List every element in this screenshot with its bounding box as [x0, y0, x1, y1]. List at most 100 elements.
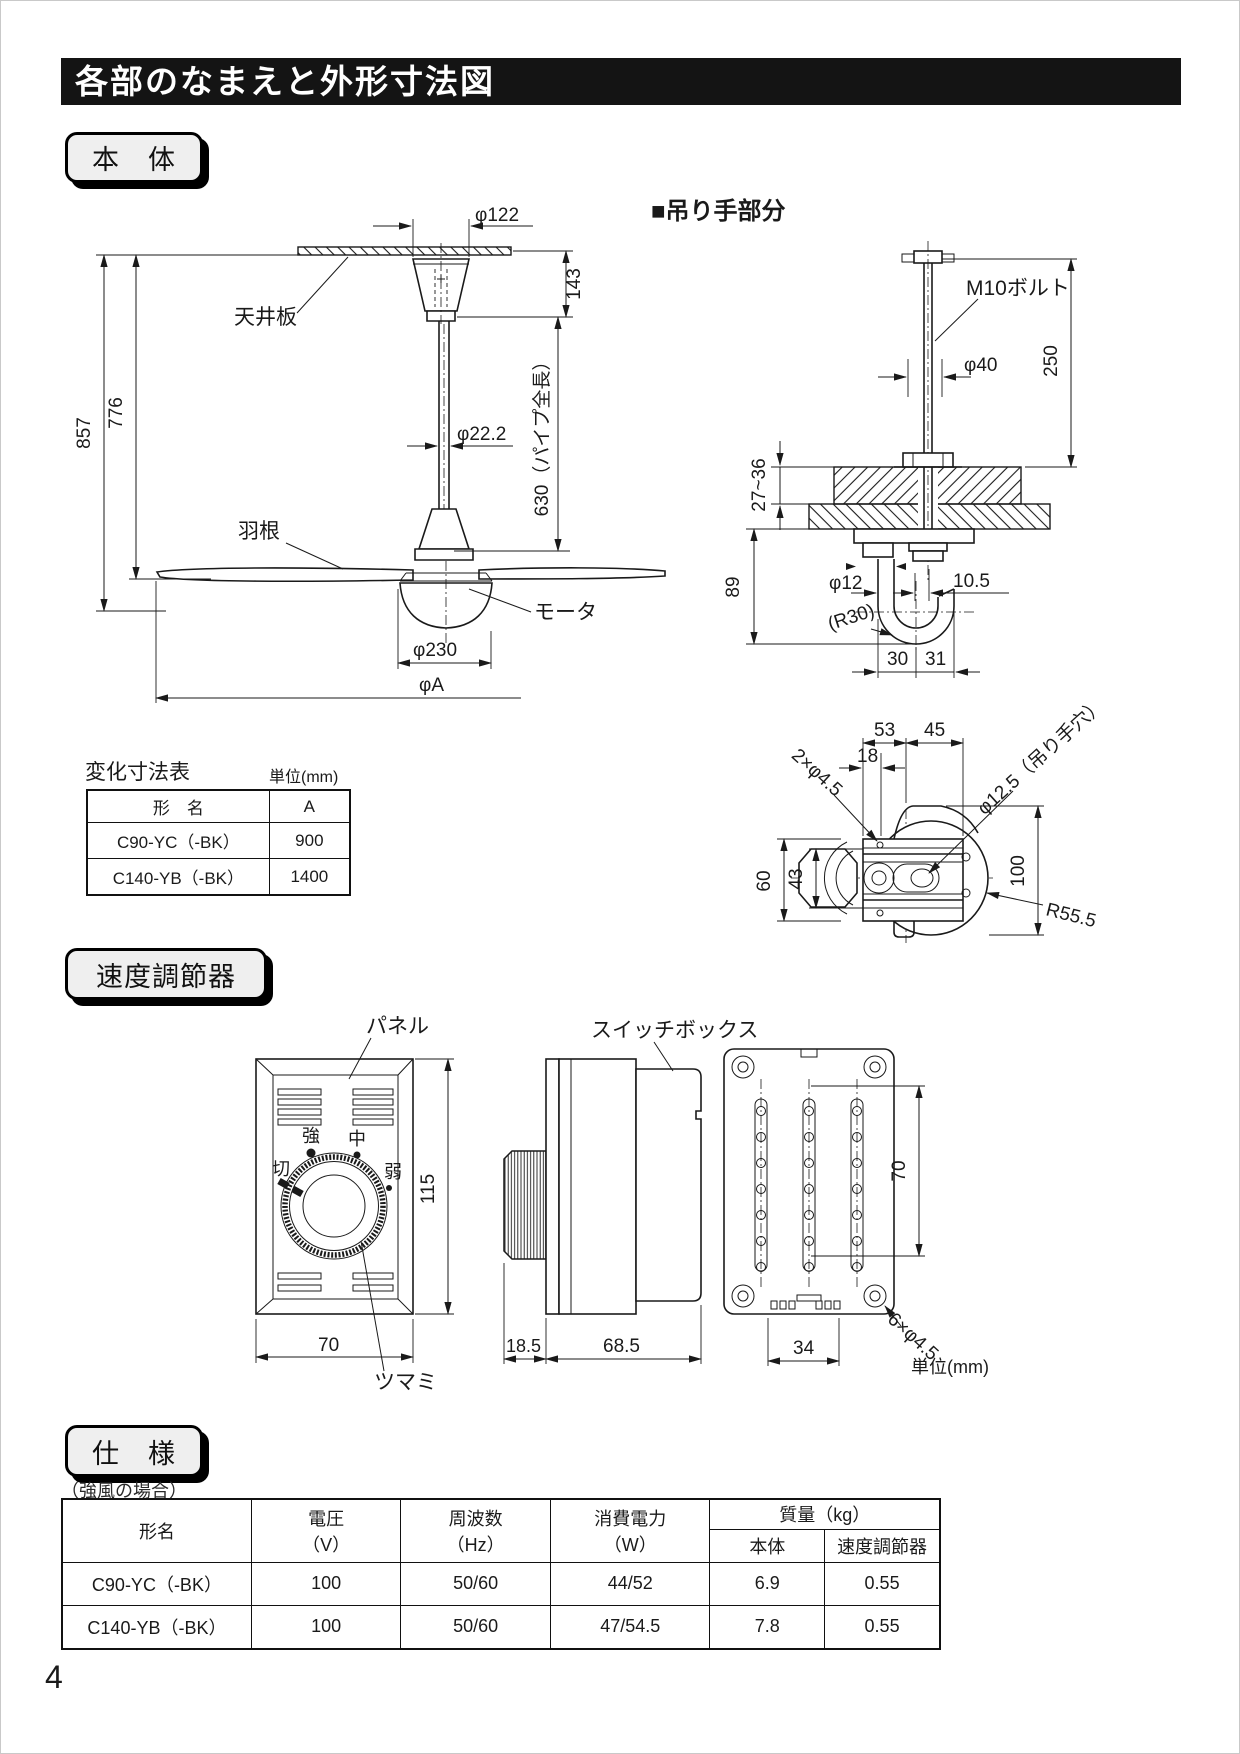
spec-header-row-1: 形名 電圧 （V） 周波数 （Hz） 消費電力 （W） 質量（kg） — [61, 1498, 941, 1563]
spec-mass-controller: 0.55 — [824, 1561, 941, 1606]
size-table-unit: 単位(mm) — [269, 769, 339, 786]
dim-r555: R55.5 — [986, 891, 1098, 932]
svg-text:モータ: モータ — [534, 601, 597, 624]
dim-phi40: φ40 — [878, 355, 997, 397]
dim-30-31: 30 31 — [852, 611, 980, 678]
canopy-shape — [411, 243, 471, 324]
label-knob: ツマミ — [360, 1240, 437, 1394]
pipe-shape — [438, 321, 450, 521]
switch-box-side-shape — [503, 1058, 702, 1315]
dim-70-panel: 70 — [255, 1319, 414, 1363]
ceiling-board-shape — [96, 246, 512, 256]
voltage-label-line2: （V） — [302, 1534, 351, 1555]
label-blade: 羽根 — [238, 520, 344, 570]
svg-text:60: 60 — [754, 870, 775, 891]
svg-text:R55.5: R55.5 — [1044, 899, 1098, 932]
svg-text:10.5: 10.5 — [953, 571, 990, 592]
spec-table: 形名 電圧 （V） 周波数 （Hz） 消費電力 （W） 質量（kg） 本体 速度… — [61, 1498, 941, 1650]
svg-text:φ230: φ230 — [413, 640, 457, 661]
speed-unit-note: 単位(mm) — [911, 1357, 989, 1377]
bolt-shape — [894, 241, 962, 583]
spec-power: 47/54.5 — [549, 1604, 711, 1649]
spec-header-row-2: 本体 速度調節器 — [62, 1528, 941, 1563]
label-ceiling-board: 天井板 — [234, 256, 349, 329]
ceiling-structure-shape — [808, 465, 1051, 531]
svg-text:115: 115 — [418, 1174, 439, 1204]
dim-phi22: φ22.2 — [407, 424, 513, 450]
dial-setting-middle: 中 — [348, 1129, 366, 1159]
table-row: C140-YB（-BK） 100 50/60 47/54.5 7.8 0.55 — [61, 1604, 941, 1649]
dim-857: 857 — [74, 254, 166, 612]
section-badge-spec: 仕 様 — [65, 1425, 203, 1477]
dim-60: 60 — [754, 838, 841, 922]
svg-text:100: 100 — [1008, 855, 1029, 887]
svg-text:φ22.2: φ22.2 — [457, 424, 506, 445]
size-model-cell: C90-YC（-BK） — [86, 822, 270, 859]
dim-phi12: φ12 — [829, 573, 877, 597]
dim-34: 34 — [767, 1318, 840, 1366]
dim-250: 250 — [942, 258, 1077, 468]
terminal-blocks — [770, 1300, 841, 1310]
dim-pipe-length: 630（パイプ全長） — [454, 316, 570, 552]
svg-text:43: 43 — [786, 868, 807, 889]
size-a-cell: 900 — [268, 822, 351, 859]
svg-text:70: 70 — [318, 1335, 339, 1356]
label-panel: パネル — [348, 1015, 429, 1080]
hanger-bracket-shape — [846, 528, 975, 570]
dim-115: 115 — [415, 1058, 454, 1315]
svg-text:天井板: 天井板 — [234, 306, 297, 329]
spec-col-power: 消費電力 （W） — [549, 1498, 711, 1563]
dim-776: 776 — [106, 254, 211, 580]
frequency-label-line2: （Hz） — [446, 1534, 505, 1555]
spec-mass-controller: 0.55 — [824, 1604, 941, 1649]
dim-27-36: 27~36 — [749, 441, 834, 530]
spec-col-mass-controller: 速度調節器 — [824, 1528, 941, 1563]
voltage-label-line1: 電圧 — [308, 1508, 345, 1529]
svg-text:φA: φA — [419, 675, 444, 696]
svg-text:2×φ4.5: 2×φ4.5 — [787, 745, 846, 801]
size-table: 形 名 A C90-YC（-BK） 900 C140-YB（-BK） 1400 — [86, 789, 351, 896]
size-model-cell: C140-YB（-BK） — [86, 858, 270, 896]
spec-frequency: 50/60 — [400, 1604, 551, 1649]
dim-43: 43 — [786, 848, 863, 909]
spec-model: C90-YC（-BK） — [61, 1561, 252, 1606]
svg-text:スイッチボックス: スイッチボックス — [591, 1019, 758, 1042]
motor-shape — [399, 561, 493, 646]
svg-text:羽根: 羽根 — [238, 520, 280, 543]
dial-setting-weak: 弱 — [384, 1162, 402, 1191]
dim-phiA: φA — [155, 581, 521, 703]
size-col-model: 形 名 — [86, 789, 270, 823]
svg-text:70: 70 — [889, 1160, 910, 1181]
size-col-a: A — [268, 789, 351, 823]
svg-text:630（パイプ全長）: 630（パイプ全長） — [531, 352, 553, 517]
svg-text:φ122: φ122 — [475, 205, 519, 226]
svg-text:68.5: 68.5 — [603, 1336, 640, 1357]
svg-text:切: 切 — [272, 1159, 290, 1179]
section-badge-speed-controller: 速度調節器 — [65, 948, 267, 1000]
svg-text:250: 250 — [1041, 345, 1062, 377]
frequency-label-line1: 周波数 — [448, 1508, 503, 1529]
blade-shape — [155, 567, 666, 583]
spec-voltage: 100 — [250, 1561, 402, 1606]
table-row: C90-YC（-BK） 900 — [86, 822, 351, 859]
svg-text:18.5: 18.5 — [506, 1336, 541, 1356]
spec-power: 44/52 — [549, 1561, 711, 1606]
motor-mount-shape — [414, 508, 474, 561]
spec-col-voltage: 電圧 （V） — [250, 1498, 402, 1563]
svg-text:857: 857 — [74, 417, 95, 449]
svg-text:中: 中 — [348, 1129, 366, 1149]
spec-frequency: 50/60 — [400, 1561, 551, 1606]
svg-text:φ12: φ12 — [829, 573, 862, 594]
dim-53-45: 53 45 — [862, 720, 964, 836]
dim-185-685: 18.5 68.5 — [503, 1263, 702, 1364]
dial-setting-strong: 強 — [302, 1126, 320, 1158]
svg-text:27~36: 27~36 — [749, 458, 770, 511]
hole-columns — [754, 1079, 864, 1289]
dim-100: 100 — [946, 805, 1044, 936]
svg-text:31: 31 — [925, 649, 946, 670]
dim-70-holes: 70 — [811, 1085, 925, 1257]
svg-text:89: 89 — [723, 576, 744, 597]
label-m10-bolt: M10ボルト — [934, 277, 1070, 342]
dim-phi230: φ230 — [397, 589, 492, 669]
